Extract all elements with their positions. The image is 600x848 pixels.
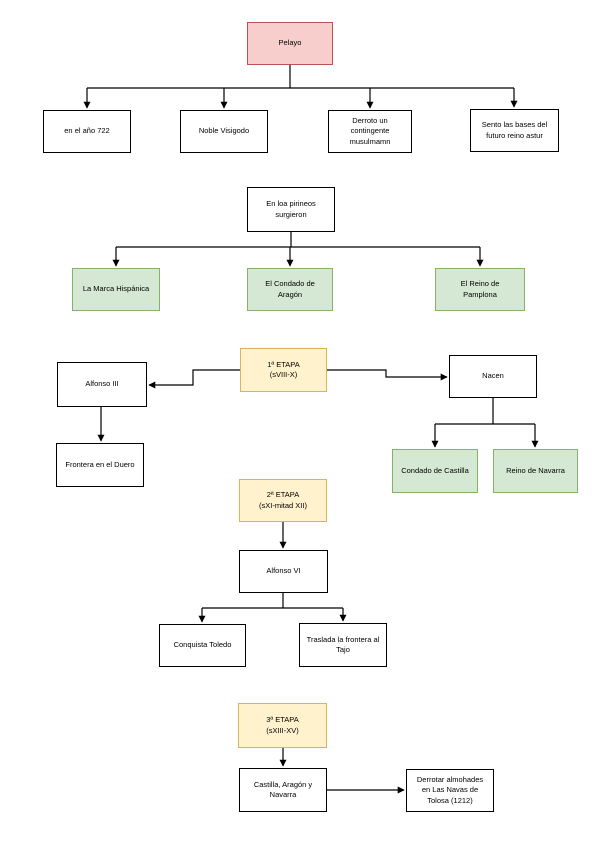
edge-pirineos-children [112,232,484,267]
node-pelayo: Pelayo [247,22,333,65]
node-reino-pamplona: El Reino de Pamplona [435,268,525,311]
node-noble-visigodo: Noble Visigodo [180,110,268,153]
node-derroto-contingente: Derroto un contingente musulmamn [328,110,412,153]
node-pirineos: En loa pirineos surgieron [247,187,335,232]
node-condado-aragon: El Condado de Aragón [247,268,333,311]
node-reino-navarra: Reino de Navarra [493,449,578,493]
node-traslada-tajo: Traslada la frontera al Tajo [299,623,387,667]
edge-alfonso6-children [198,593,347,623]
node-alfonso-vi: Alfonso VI [239,550,328,593]
node-marca-hispanica: La Marca Hispánica [72,268,160,311]
edge-nacen-children [431,398,539,448]
node-castilla-aragon-navarra: Castilla, Aragón y Navarra [239,768,327,812]
node-nacen: Nacen [449,355,537,398]
node-ano722: en el año 722 [43,110,131,153]
node-alfonso-iii: Alfonso III [57,362,147,407]
edge-etapa1-alfonso3 [148,369,240,389]
node-derrotar-almohades: Derrotar almohades en Las Navas de Tolos… [406,769,494,812]
node-condado-castilla: Condado de Castilla [392,449,478,493]
node-etapa2: 2ª ETAPA (sXI-mitad XII) [239,479,327,522]
edge-pelayo-children [83,65,518,109]
node-etapa3: 3ª ETAPA (sXIII-XV) [238,703,327,748]
node-etapa1: 1ª ETAPA (sVIII-X) [240,348,327,392]
node-conquista-toledo: Conquista Toledo [159,624,246,667]
node-frontera-duero: Frontera en el Duero [56,443,144,487]
node-sento-bases: Sento las bases del futuro reino astur [470,109,559,152]
edge-etapa1-nacen [327,369,448,381]
